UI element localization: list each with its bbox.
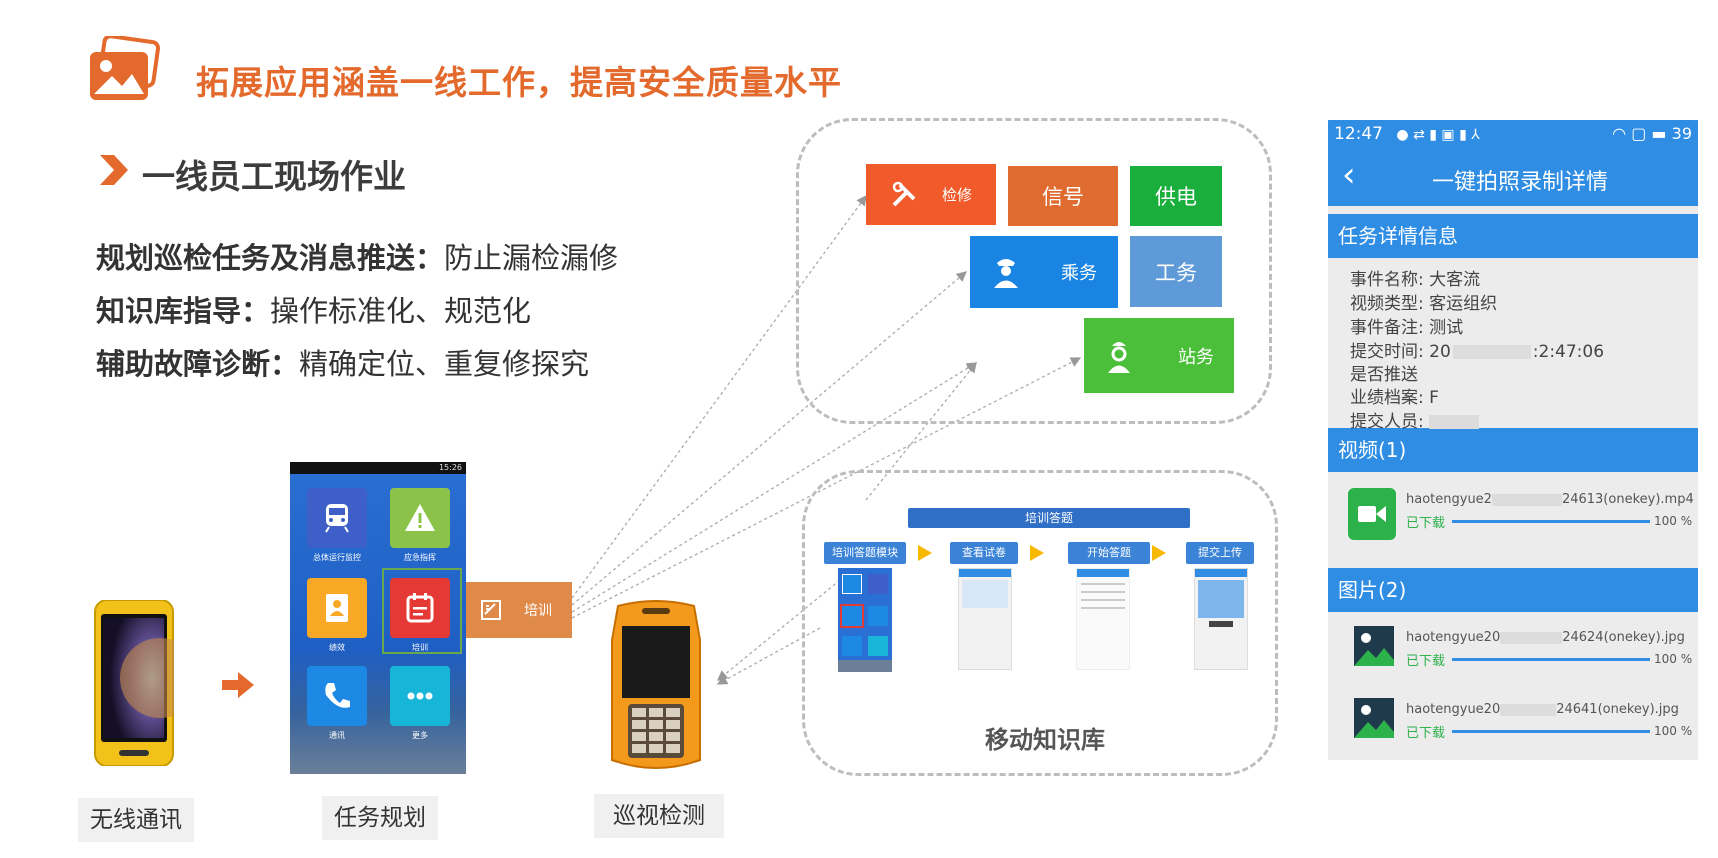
app-training[interactable] (390, 578, 450, 638)
training-tag-label: 培训 (524, 603, 552, 619)
field-event-name: 事件名称: 大客流 (1350, 270, 1481, 290)
mini-screen-paper (958, 568, 1012, 670)
detail-app-bar: ‹ 一键拍照录制详情 (1328, 148, 1698, 206)
bullet-item: 知识库指导：操作标准化、规范化 (96, 294, 532, 328)
field-archive: 业绩档案: F (1350, 388, 1439, 408)
image-file-icon (1354, 698, 1394, 738)
app-label: 通讯 (329, 731, 345, 740)
app-overview-monitor[interactable] (307, 488, 367, 548)
bullet-item: 规划巡检任务及消息推送：防止漏检漏修 (96, 241, 619, 275)
train-icon (325, 504, 349, 533)
warning-icon (405, 504, 435, 531)
flow-arrow-icon (918, 545, 932, 561)
more-icon (407, 692, 433, 700)
app-highlight-frame (382, 568, 462, 654)
app-label: 更多 (412, 731, 428, 740)
section-task-info: 任务详情信息 (1328, 214, 1698, 258)
training-tag: 培训 (466, 582, 572, 638)
knowledge-header: 培训答题 (908, 508, 1190, 528)
flow-step: 培训答题模块 (824, 542, 906, 564)
app-communication[interactable] (307, 666, 367, 726)
flow-step: 查看试卷 (950, 542, 1018, 564)
mini-screen-answer (1076, 568, 1130, 670)
mini-screen-module (838, 568, 892, 672)
detail-title: 一键拍照录制详情 (1432, 170, 1609, 195)
orange-rugged-phone-image (608, 600, 704, 772)
page-title: 拓展应用涵盖一线工作，提高安全质量水平 (196, 63, 842, 102)
phone-status-bar: 15:26 (290, 462, 466, 474)
app-label: 总体运行监控 (313, 553, 361, 562)
edit-note-icon (481, 600, 501, 620)
tools-icon (892, 181, 916, 206)
section-subtitle: 一线员工现场作业 (142, 157, 406, 196)
image-file-icon (1354, 626, 1394, 666)
detail-screen: 12:47 ● ⇄ ▮ ▣ ▮ ⅄ ◠ ▢ ▬ 39 ‹ 一键拍照录制详情 任务… (1328, 120, 1698, 760)
dept-maintenance[interactable]: 检修 (866, 164, 996, 225)
phone-icon (325, 683, 350, 708)
video-file-icon (1348, 488, 1396, 540)
department-panel (796, 118, 1272, 424)
task-phone-screen: 15:26 总体运行监控 应急指挥 绩效 培训 通讯 更多 (290, 462, 466, 774)
flow-step: 提交上传 (1186, 542, 1254, 564)
section-video: 视频(1) (1328, 428, 1698, 472)
caption-task: 任务规划 (322, 796, 438, 840)
section-images: 图片(2) (1328, 568, 1698, 612)
app-emergency[interactable] (390, 488, 450, 548)
flow-step: 开始答题 (1068, 542, 1150, 564)
station-staff-icon (1108, 341, 1130, 373)
calendar-icon (406, 593, 434, 623)
dept-station[interactable]: 站务 (1084, 318, 1234, 393)
app-label: 应急指挥 (404, 553, 436, 562)
field-submit-time: 提交时间: 20:2:47:06 (1350, 342, 1605, 362)
chevron-right-icon (96, 153, 130, 191)
caption-wireless: 无线通讯 (78, 798, 194, 842)
knowledge-label: 移动知识库 (985, 726, 1105, 754)
app-label: 培训 (412, 643, 428, 652)
flow-arrow-icon (1152, 545, 1166, 561)
contact-card-icon (326, 594, 348, 622)
dept-track[interactable]: 工务 (1130, 236, 1222, 307)
field-push: 是否推送 (1350, 365, 1418, 385)
back-arrow-icon[interactable]: ‹ (1342, 155, 1356, 195)
app-label: 绩效 (329, 643, 345, 652)
mini-screen-upload (1194, 568, 1248, 670)
dept-power[interactable]: 供电 (1130, 166, 1222, 226)
field-remark: 事件备注: 测试 (1350, 318, 1464, 338)
task-info-body: 事件名称: 大客流 视频类型: 客运组织 事件备注: 测试 提交时间: 20:2… (1328, 258, 1698, 432)
arrow-right-icon (222, 672, 254, 702)
dept-crew[interactable]: 乘务 (970, 236, 1118, 308)
knowledge-panel (802, 470, 1278, 776)
app-performance[interactable] (307, 578, 367, 638)
dept-signal[interactable]: 信号 (1008, 166, 1118, 226)
app-more[interactable] (390, 666, 450, 726)
wifi-icon: ◠ (1612, 124, 1627, 143)
field-submitter: 提交人员: (1350, 410, 1698, 434)
caption-inspect: 巡视检测 (594, 794, 724, 838)
detail-status-bar: 12:47 ● ⇄ ▮ ▣ ▮ ⅄ ◠ ▢ ▬ 39 (1328, 120, 1698, 148)
bullet-item: 辅助故障诊断：精确定位、重复修探究 (96, 347, 590, 381)
header-photo-icon (86, 34, 162, 104)
flow-arrow-icon (1030, 545, 1044, 561)
conductor-icon (994, 259, 1018, 288)
field-video-type: 视频类型: 客运组织 (1350, 294, 1498, 314)
